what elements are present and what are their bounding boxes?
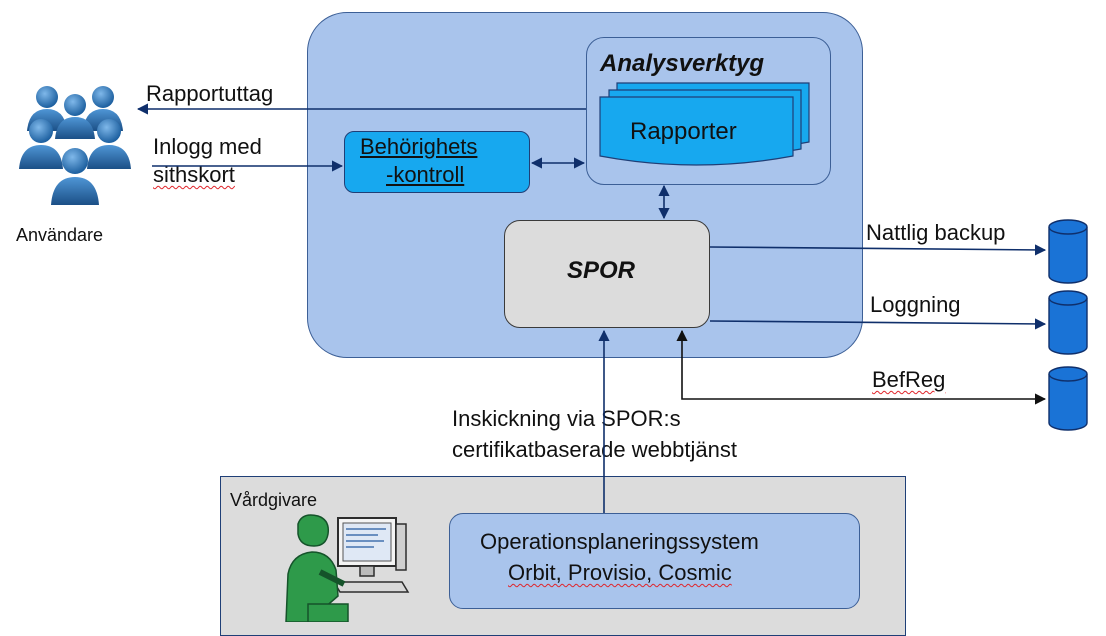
- users-label: Användare: [16, 225, 104, 245]
- submission-line1: Inskickning via SPOR:s: [452, 406, 681, 431]
- spor-core-label: SPOR: [567, 257, 636, 284]
- access-control-line2: -kontroll: [386, 162, 465, 187]
- users-group-icon: [19, 86, 131, 205]
- backup-label: Nattlig backup: [866, 220, 1006, 245]
- planning-system-line2-text: Orbit, Provisio, Cosmic: [508, 560, 732, 585]
- logging-label: Loggning: [870, 292, 961, 317]
- analysis-tool-title: Analysverktyg: [600, 50, 765, 77]
- report-out-label: Rapportuttag: [146, 81, 274, 106]
- planning-system-line1: Operationsplaneringssystem: [480, 529, 759, 554]
- backup-database-icon: [1048, 219, 1088, 284]
- access-control-box: [344, 131, 530, 193]
- login-line1: Inlogg med: [153, 134, 262, 159]
- provider-label: Vårdgivare: [230, 490, 318, 510]
- reports-stack-icon: [599, 82, 810, 166]
- planning-system-box: [449, 513, 860, 609]
- reports-label: Rapporter: [630, 118, 737, 145]
- befreg-label: BefReg: [872, 367, 946, 392]
- submission-line2: certifikatbaserade webbtjänst: [452, 437, 737, 462]
- login-line2: sithskort: [153, 162, 235, 187]
- spor-core-box: [504, 220, 710, 328]
- logging-database-icon: [1048, 290, 1088, 355]
- access-control-line1: Behörighets: [360, 134, 478, 159]
- planning-system-line2: Orbit, Provisio, Cosmic: [508, 560, 732, 586]
- worker-computer-icon: [285, 514, 410, 622]
- befreg-database-icon: [1048, 366, 1088, 431]
